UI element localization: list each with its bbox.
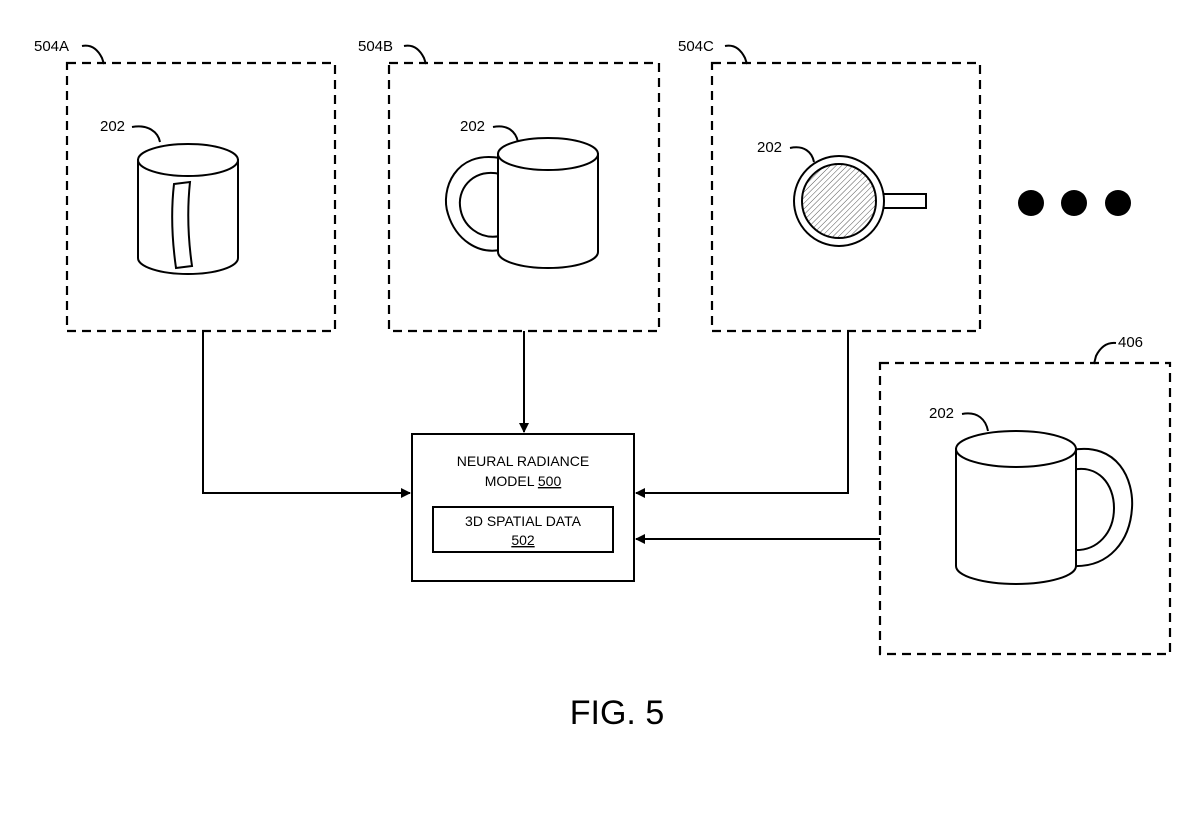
view-504b-object-label: 202 — [460, 118, 485, 135]
mug-handle-right-icon — [955, 430, 1134, 585]
model-title-prefix: MODEL — [485, 473, 538, 489]
view-504b-frame — [387, 61, 661, 333]
model-title-line1: NEURAL RADIANCE — [457, 453, 590, 469]
view-504a-frame — [65, 61, 337, 333]
model-title-line2: MODEL 500 — [485, 473, 562, 489]
novel-view-406-object-label: 202 — [929, 405, 954, 422]
view-504b: 504B 202 — [358, 38, 661, 333]
view-504c-object-leader — [789, 146, 815, 163]
arrow-504c-to-model — [635, 331, 849, 498]
view-504a-label: 504A — [34, 38, 69, 55]
figure-caption: FIG. 5 — [570, 694, 664, 732]
novel-view-406-frame — [878, 361, 1172, 656]
view-504a-object-leader — [131, 125, 161, 143]
view-504a: 504A 202 — [34, 38, 337, 333]
spatial-data-ref: 502 — [511, 532, 535, 548]
view-504c: 504C 202 — [678, 38, 982, 333]
mug-top-view-icon — [793, 155, 927, 247]
view-504a-leader — [81, 44, 105, 65]
view-504b-leader — [403, 44, 427, 65]
neural-radiance-model: NEURAL RADIANCE MODEL 500 3D SPATIAL DAT… — [411, 433, 635, 582]
novel-view-406: 406 202 — [878, 334, 1172, 656]
view-504c-object-label: 202 — [757, 139, 782, 156]
view-504c-leader — [724, 44, 748, 65]
model-ref: 500 — [538, 473, 562, 489]
novel-view-406-leader — [1093, 341, 1117, 365]
connectors — [202, 331, 880, 544]
more-views-ellipsis-icon — [1018, 190, 1131, 216]
view-504c-frame — [710, 61, 982, 333]
novel-view-406-object-leader — [961, 412, 989, 432]
spatial-data-title: 3D SPATIAL DATA — [465, 513, 582, 529]
mug-side-icon — [137, 143, 239, 275]
spatial-data-box — [432, 506, 614, 553]
novel-view-406-label: 406 — [1118, 334, 1143, 351]
view-504a-object-label: 202 — [100, 118, 125, 135]
view-504b-label: 504B — [358, 38, 393, 55]
mug-handle-left-icon — [444, 137, 599, 269]
view-504b-object-leader — [492, 125, 519, 143]
arrow-504a-to-model — [202, 331, 411, 498]
view-504c-label: 504C — [678, 38, 714, 55]
